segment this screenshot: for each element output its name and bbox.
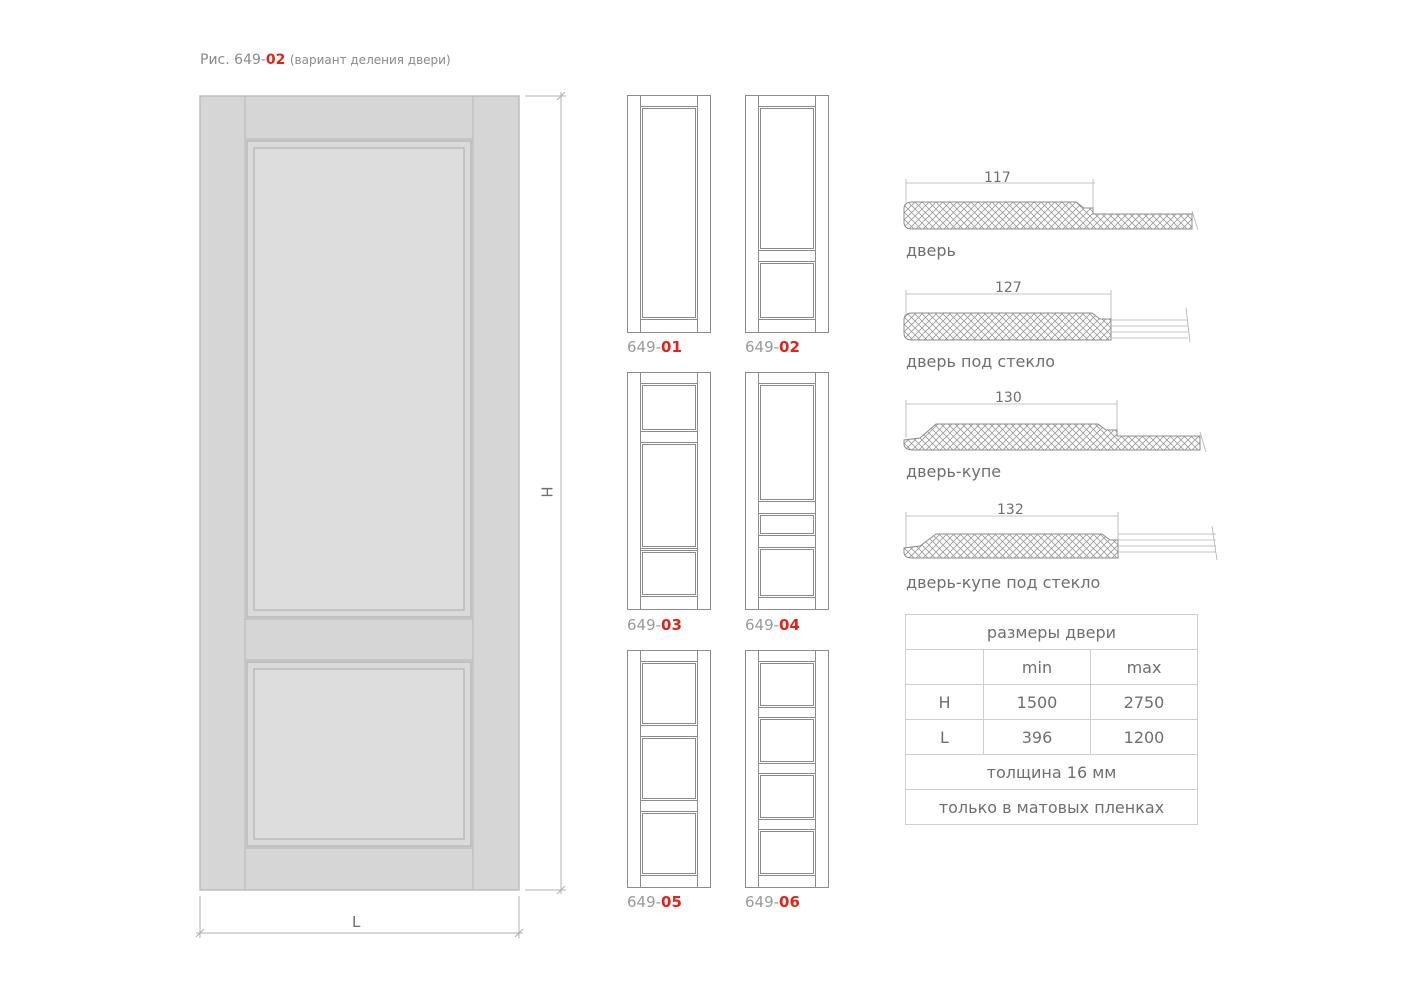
caption-prefix: Рис. 649- — [200, 52, 266, 68]
variant-prefix: 649- — [627, 616, 662, 634]
table-row: H 1500 2750 — [905, 684, 1198, 720]
variant-649-01 — [627, 95, 711, 333]
main-door-drawing — [195, 91, 566, 938]
row-max: 2750 — [1090, 684, 1198, 720]
table-note-row: только в матовых пленках — [905, 789, 1198, 825]
variant-label-02: 649-02 — [745, 338, 800, 356]
variant-code: 01 — [661, 338, 682, 356]
table-title-row: размеры двери — [905, 614, 1198, 650]
variant-code: 04 — [779, 616, 800, 634]
caption-note: (вариант деления двери) — [289, 53, 451, 67]
profile-dim-117: 117 — [984, 170, 1011, 186]
profile-dim-130: 130 — [995, 390, 1022, 406]
variant-649-04 — [745, 372, 829, 610]
table-header-empty — [905, 649, 984, 685]
row-min: 396 — [983, 719, 1091, 755]
upper-panel — [246, 140, 472, 618]
variant-label-05: 649-05 — [627, 893, 682, 911]
width-dimension-line — [195, 896, 524, 938]
profile-name-sliding: дверь-купе — [906, 462, 1002, 481]
variant-code: 05 — [661, 893, 682, 911]
variant-prefix: 649- — [745, 338, 780, 356]
row-max: 1200 — [1090, 719, 1198, 755]
profile-sections — [903, 179, 1218, 561]
note-cell: только в матовых пленках — [905, 789, 1198, 825]
lower-panel — [246, 661, 472, 847]
variant-649-02 — [745, 95, 829, 333]
door-size-table: размеры двери min max H 1500 2750 L 396 … — [905, 614, 1198, 825]
profile-name-door: дверь — [906, 241, 956, 260]
caption-code: 02 — [265, 52, 286, 68]
width-label: L — [352, 913, 361, 931]
variant-649-03 — [627, 372, 711, 610]
variant-label-03: 649-03 — [627, 616, 682, 634]
variant-code: 02 — [779, 338, 800, 356]
height-label: H — [537, 486, 556, 498]
variant-prefix: 649- — [627, 338, 662, 356]
variant-649-06 — [745, 650, 829, 888]
profile-dim-127: 127 — [995, 280, 1022, 296]
variant-prefix: 649- — [745, 893, 780, 911]
profile-sliding-door — [903, 400, 1207, 453]
table-header-row: min max — [905, 649, 1198, 685]
profile-sliding-door-glass — [903, 512, 1218, 561]
variant-label-06: 649-06 — [745, 893, 800, 911]
figure-caption: Рис. 649-02 (вариант деления двери) — [200, 52, 451, 68]
profile-door — [903, 179, 1199, 231]
profile-door-glass — [903, 290, 1191, 343]
row-label: H — [905, 684, 984, 720]
table-header-max: max — [1090, 649, 1198, 685]
profile-name-door-glass: дверь под стекло — [906, 352, 1056, 371]
height-dimension-line — [525, 91, 566, 895]
profile-name-sliding-glass: дверь-купе под стекло — [906, 573, 1101, 592]
table-row: L 396 1200 — [905, 719, 1198, 755]
table-title: размеры двери — [905, 614, 1198, 650]
variant-code: 06 — [779, 893, 800, 911]
profile-dim-132: 132 — [997, 502, 1024, 518]
thickness-cell: толщина 16 мм — [905, 754, 1198, 790]
variant-label-01: 649-01 — [627, 338, 682, 356]
table-header-min: min — [983, 649, 1091, 685]
variant-label-04: 649-04 — [745, 616, 800, 634]
row-label: L — [905, 719, 984, 755]
variant-code: 03 — [661, 616, 682, 634]
variant-prefix: 649- — [627, 893, 662, 911]
variant-649-05 — [627, 650, 711, 888]
row-min: 1500 — [983, 684, 1091, 720]
variant-thumbnails — [627, 95, 829, 888]
main-door — [199, 95, 520, 891]
table-thickness-row: толщина 16 мм — [905, 754, 1198, 790]
variant-prefix: 649- — [745, 616, 780, 634]
